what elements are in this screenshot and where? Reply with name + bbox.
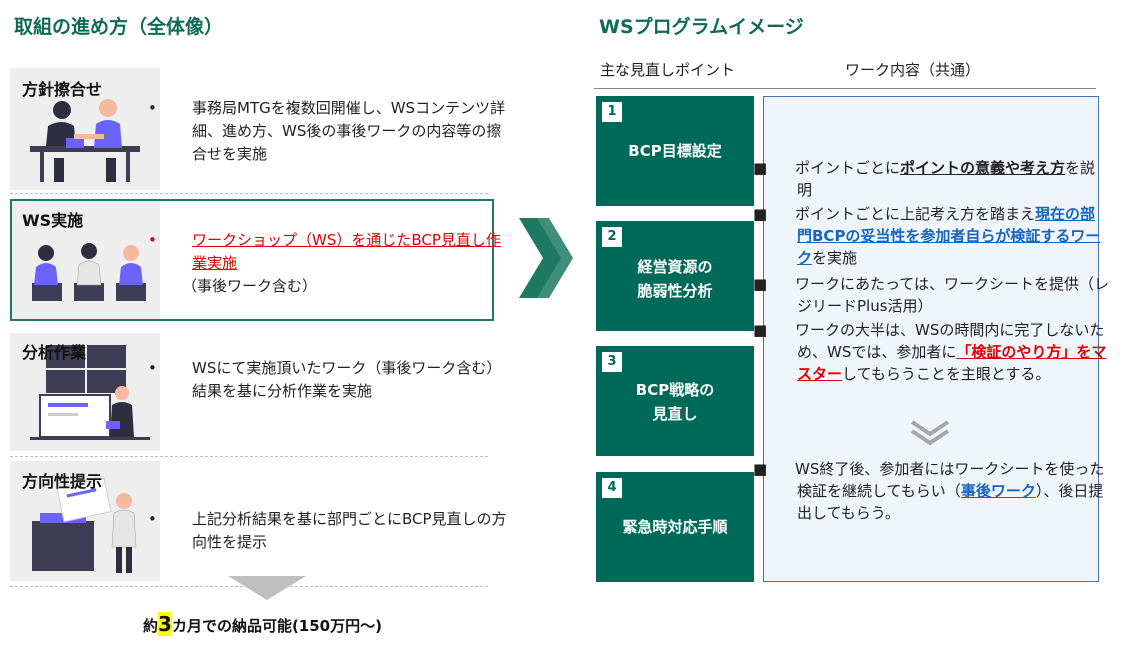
direction-illustration bbox=[10, 461, 160, 581]
row-label-alignment: 方針擦合せ bbox=[22, 80, 103, 99]
row-text-ws: •ワークショップ（WS）を通じたBCP見直し作業実施 bbox=[148, 231, 501, 272]
highlight-box bbox=[10, 199, 494, 321]
step-number: 4 bbox=[602, 478, 622, 498]
delivery-months: 3 bbox=[158, 612, 172, 636]
divider bbox=[10, 456, 488, 457]
analysis-illustration bbox=[10, 333, 160, 451]
step-box-2: 2 経営資源の 脆弱性分析 bbox=[596, 221, 754, 331]
divider bbox=[10, 193, 488, 194]
meeting-illustration bbox=[10, 68, 160, 190]
step-number: 1 bbox=[602, 102, 622, 122]
step-label: BCP目標設定 bbox=[628, 142, 722, 160]
row-label-analysis: 分析作業 bbox=[22, 343, 87, 362]
col-header-work: ワーク内容（共通） bbox=[845, 61, 981, 79]
row-note-ws: （事後ワーク含む） bbox=[182, 277, 318, 295]
row-text-analysis: •WSにて実施頂いたワーク（事後ワーク含む）結果を基に分析作業を実施 bbox=[148, 359, 502, 400]
work-bullet-1: ■ポイントごとにポイントの意義や考え方を説明 bbox=[753, 159, 1096, 199]
step-box-4: 4 緊急時対応手順 bbox=[596, 472, 754, 582]
work-bullet-3: ■ワークにあたっては、ワークシートを提供（レジリードPlus活用） bbox=[753, 275, 1109, 315]
step-label: BCP戦略の 見直し bbox=[635, 381, 715, 423]
right-section-title: WSプログラムイメージ bbox=[599, 16, 804, 38]
work-bullet-2: ■ポイントごとに上記考え方を踏まえ現在の部門BCPの妥当性を参加者自らが検証する… bbox=[753, 205, 1101, 267]
work-bullet-5: ■WS終了後、参加者にはワークシートを使った検証を継続してもらい（事後ワーク）、… bbox=[753, 460, 1105, 522]
step-number: 2 bbox=[602, 227, 622, 247]
bullet-dot: • bbox=[148, 231, 157, 249]
row-text-direction: •上記分析結果を基に部門ごとにBCP見直しの方向性を提示 bbox=[148, 510, 507, 551]
delivery-text: 約3カ月での納品可能(150万円～) bbox=[143, 612, 382, 636]
workshop-illustration bbox=[12, 201, 160, 319]
row-label-direction: 方向性提示 bbox=[22, 472, 103, 491]
col-header-points: 主な見直しポイント bbox=[600, 61, 736, 79]
row-label-ws: WS実施 bbox=[22, 211, 84, 230]
step-label: 経営資源の 脆弱性分析 bbox=[637, 258, 713, 300]
bullet-dot: • bbox=[148, 510, 157, 528]
step-number: 3 bbox=[602, 352, 622, 372]
chevron-down-icon bbox=[910, 420, 950, 450]
bullet-dot: • bbox=[148, 359, 157, 377]
header-underline bbox=[594, 88, 1096, 89]
row-text-alignment: •事務局MTGを複数回開催し、WSコンテンツ詳細、進め方、WS後の事後ワークの内… bbox=[148, 99, 506, 163]
bullet-dot: • bbox=[148, 99, 157, 117]
work-panel bbox=[763, 96, 1099, 582]
left-section-title: 取組の進め方（全体像） bbox=[14, 16, 224, 38]
down-arrow-icon bbox=[228, 576, 306, 604]
work-bullet-4: ■ワークの大半は、WSの時間内に完了しないため、WSでは、参加者に「検証のやり方… bbox=[753, 321, 1107, 383]
step-box-3: 3 BCP戦略の 見直し bbox=[596, 346, 754, 456]
step-label: 緊急時対応手順 bbox=[622, 518, 728, 536]
step-box-1: 1 BCP目標設定 bbox=[596, 96, 754, 206]
chevron-right-icon bbox=[515, 218, 575, 302]
